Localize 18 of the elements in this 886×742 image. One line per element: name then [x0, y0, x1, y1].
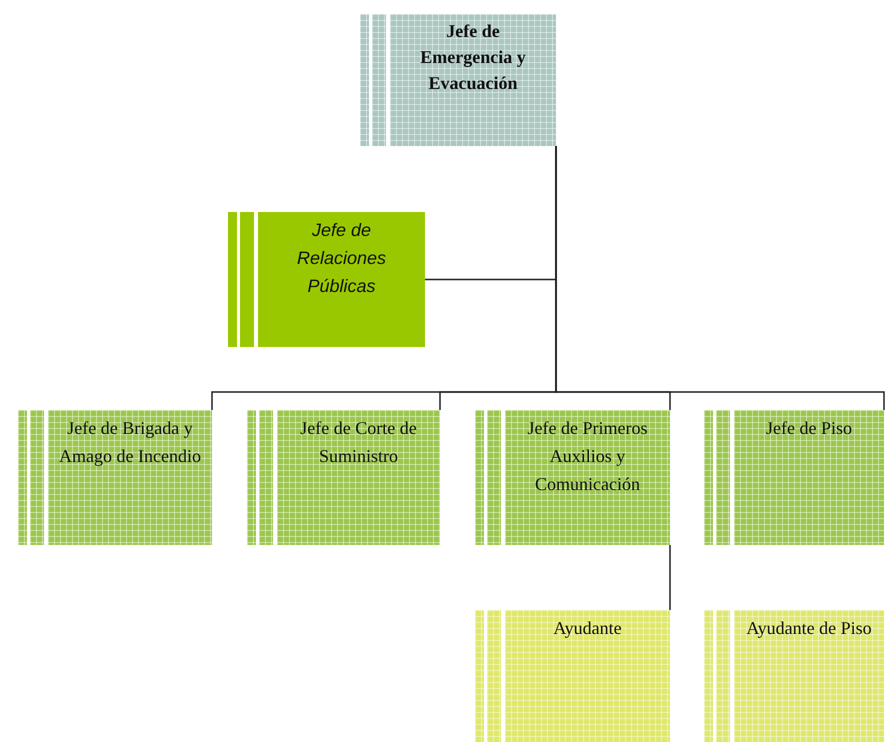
role-title: Jefe de Brigada y Amago de Incendio: [58, 417, 202, 468]
org-box: [360, 14, 556, 146]
role-title: Jefe de Emergencia y Evacuación: [419, 20, 527, 95]
role-title: Jefe de Primeros Auxilios y Comunicación: [526, 417, 648, 496]
org-box: [475, 610, 670, 742]
role-title: Ayudante: [553, 617, 622, 640]
role-title: Ayudante de Piso: [746, 617, 872, 640]
role-title: Jefe de Relaciones Públicas: [296, 219, 388, 298]
org-box: [704, 410, 884, 545]
role-title: Jefe de Piso: [766, 417, 852, 440]
org-box: [704, 610, 884, 742]
connector-line: [669, 545, 671, 610]
org-box: [18, 410, 212, 545]
connector-line: [555, 146, 885, 410]
role-title: Jefe de Corte de Suministro: [299, 417, 418, 468]
org-box: [228, 212, 425, 347]
org-box: [475, 410, 670, 545]
org-box: [247, 410, 440, 545]
